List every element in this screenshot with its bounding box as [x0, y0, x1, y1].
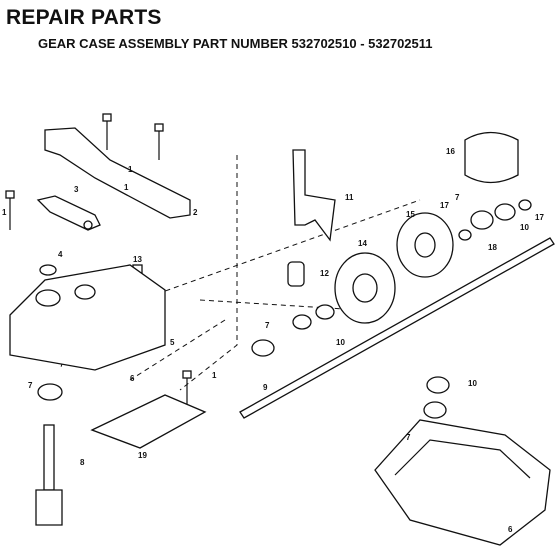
callout-19: 19	[138, 451, 147, 460]
housing-inner-rim	[394, 439, 531, 479]
page-title: REPAIR PARTS	[6, 6, 162, 29]
callout-2: 2	[193, 208, 198, 217]
worm-shaft-part-8	[43, 424, 55, 491]
assembly-guide-line	[139, 199, 421, 301]
callout-7: 7	[455, 193, 460, 202]
bracket-part-2	[44, 127, 191, 219]
callout-18: 18	[488, 243, 497, 252]
cover-boss	[74, 284, 96, 300]
washer-part-10-top	[494, 203, 516, 221]
bearing-part-7-lower	[37, 383, 63, 401]
callout-1: 1	[212, 371, 217, 380]
screw-part-1-top	[102, 113, 164, 160]
ring-part-17-left	[458, 229, 472, 241]
callout-12: 12	[320, 269, 329, 278]
plate-part-19	[90, 394, 207, 449]
callout-7: 7	[28, 381, 33, 390]
callout-1: 1	[124, 183, 129, 192]
callout-15: 15	[406, 210, 415, 219]
callout-11: 11	[345, 193, 354, 202]
callout-1: 1	[2, 208, 7, 217]
callout-10: 10	[520, 223, 529, 232]
clutch-hub	[414, 232, 436, 258]
callout-labels: 1 1 1 1 2 3 4 5 6 6 7 7 7 7 8 9 10 10 10…	[2, 147, 544, 534]
gear-hub	[352, 273, 378, 303]
callout-3: 3	[74, 185, 79, 194]
callout-7: 7	[406, 433, 411, 442]
bearing-part-7-right	[423, 401, 447, 419]
callout-7: 7	[265, 321, 270, 330]
callout-6: 6	[130, 374, 135, 383]
callout-17: 17	[440, 201, 449, 210]
cover-boss	[35, 289, 61, 307]
bushing-part-16	[464, 131, 519, 184]
lever-pin	[83, 220, 93, 230]
callout-13: 13	[133, 255, 142, 264]
washer-part-4	[39, 264, 57, 276]
callout-9: 9	[263, 383, 268, 392]
assembly-guide-line	[179, 155, 238, 391]
callout-8: 8	[80, 458, 85, 467]
assembly-guide-line	[199, 299, 361, 311]
bearing-part-7-mid	[251, 339, 275, 357]
washer-part-10-lower	[426, 376, 450, 394]
assembly-guide-line	[129, 319, 226, 381]
callout-10: 10	[336, 338, 345, 347]
callout-17: 17	[535, 213, 544, 222]
callout-1: 1	[128, 165, 133, 174]
axle-part-9	[239, 237, 555, 419]
callout-4: 4	[58, 250, 63, 259]
callout-16: 16	[446, 147, 455, 156]
lever-part-3	[36, 195, 101, 231]
worm-gear-part-8	[35, 489, 63, 526]
ring-part-17-right	[518, 199, 532, 211]
gear-case-cover-part-5	[9, 264, 166, 371]
callout-5: 5	[170, 338, 175, 347]
collar-part-12	[287, 261, 305, 287]
callout-10: 10	[468, 379, 477, 388]
washer-part-10-mid2	[292, 314, 312, 330]
callout-14: 14	[358, 239, 367, 248]
shift-fork-part-11	[292, 149, 336, 242]
page-subtitle: GEAR CASE ASSEMBLY PART NUMBER 532702510…	[38, 36, 433, 51]
callout-6: 6	[508, 525, 513, 534]
gear-case-housing-part-6	[374, 419, 551, 546]
screw-part-1-left	[5, 190, 15, 230]
washer-part-10-mid	[315, 304, 335, 320]
bearing-part-7-top	[470, 210, 494, 230]
